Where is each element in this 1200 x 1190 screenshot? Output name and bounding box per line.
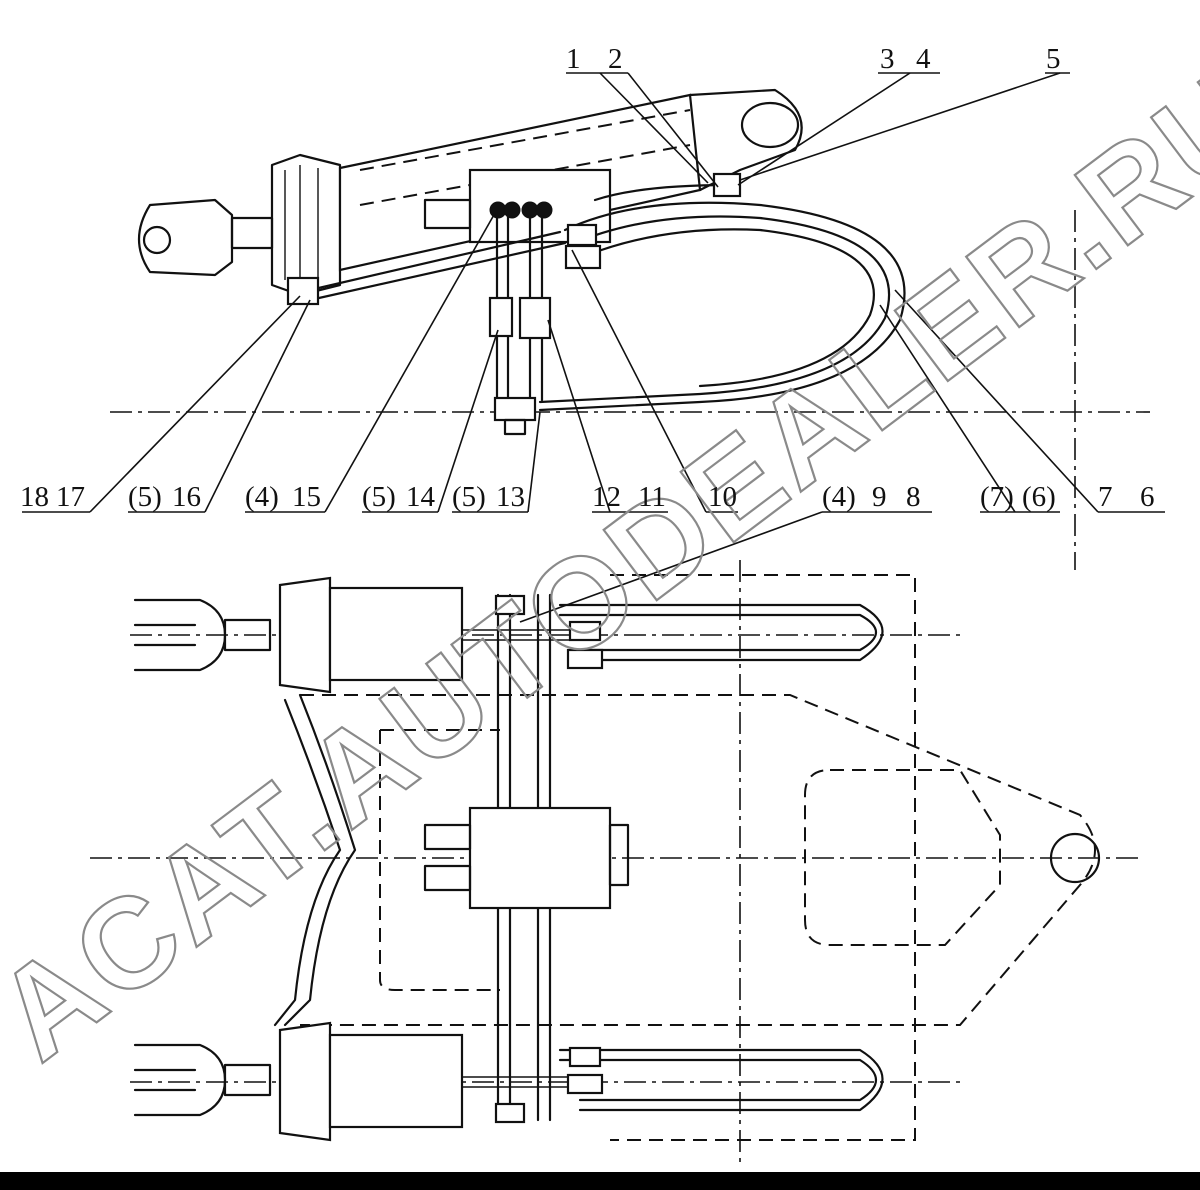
callout-3: 3 [880,43,895,75]
bottom-view [90,560,1140,1165]
callout-8: 8 [906,481,921,513]
cylinder-upper-plan [133,576,600,694]
callout-4b: (4) [822,481,856,513]
callout-15: 15 [292,481,321,513]
callout-labels: 1 2 3 4 5 18 17 (5) 16 (4) 15 (5) 14 (5)… [20,43,1155,513]
callout-9: 9 [872,481,887,513]
callout-7a: (7) [980,481,1014,513]
rod-eye-left [138,198,274,277]
callout-1: 1 [566,43,581,75]
callout-6a: (6) [1022,481,1056,513]
bottom-border-bar [0,1172,1200,1190]
hose-loop [538,172,906,412]
callout-12: 12 [592,481,621,513]
callout-14: 14 [406,481,436,513]
callout-16: 16 [172,481,201,513]
callout-18: 18 [20,481,49,513]
valve-block-plan [423,806,630,910]
rigid-pipe [286,230,567,306]
callout-17: 17 [56,481,85,513]
callout-7: 7 [1098,481,1113,513]
vertical-pipes [488,213,552,436]
cylinder-lower-plan [133,1021,600,1142]
callout-5b: (5) [362,481,396,513]
callout-2: 2 [608,43,623,75]
top-view [110,88,1150,570]
callout-6: 6 [1140,481,1155,513]
callout-5a: (5) [128,481,162,513]
callout-11: 11 [638,481,666,513]
callout-13: 13 [496,481,525,513]
callout-4a: (4) [245,481,279,513]
callout-5c: (5) [452,481,486,513]
callout-4: 4 [916,43,931,75]
callout-5: 5 [1046,43,1061,75]
leader-lines-top [22,72,1165,623]
hose-loops-plan [558,603,884,1112]
callout-10: 10 [708,481,737,513]
